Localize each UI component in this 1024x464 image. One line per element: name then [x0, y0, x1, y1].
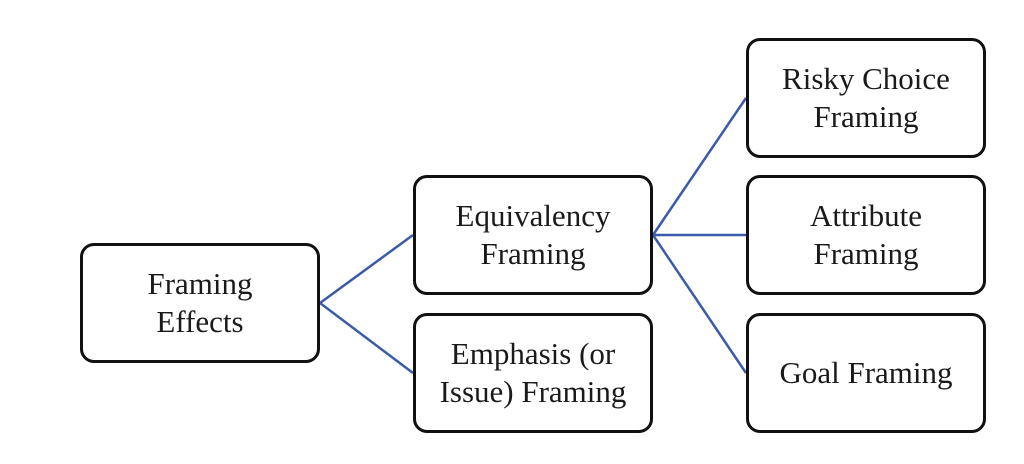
node-goal-framing-label: Goal Framing — [779, 355, 953, 391]
edge-framing-effects-to-equivalency — [319, 233, 414, 305]
node-goal-framing: Goal Framing — [746, 313, 986, 433]
edge-framing-effects-to-emphasis — [319, 302, 414, 374]
node-framing-effects: Framing Effects — [80, 243, 320, 363]
edge-equivalency-to-goal — [651, 234, 748, 374]
edge-equivalency-to-risky-choice — [651, 97, 748, 236]
node-emphasis-framing: Emphasis (or Issue) Framing — [413, 313, 653, 433]
node-equivalency-framing-label: Equivalency Framing — [455, 198, 611, 271]
node-attribute-framing: Attribute Framing — [746, 175, 986, 295]
node-risky-choice-framing: Risky Choice Framing — [746, 38, 986, 158]
node-attribute-framing-label: Attribute Framing — [810, 198, 922, 271]
node-emphasis-framing-label: Emphasis (or Issue) Framing — [439, 336, 627, 409]
node-equivalency-framing: Equivalency Framing — [413, 175, 653, 295]
node-risky-choice-framing-label: Risky Choice Framing — [782, 61, 950, 134]
node-framing-effects-label: Framing Effects — [147, 266, 253, 339]
